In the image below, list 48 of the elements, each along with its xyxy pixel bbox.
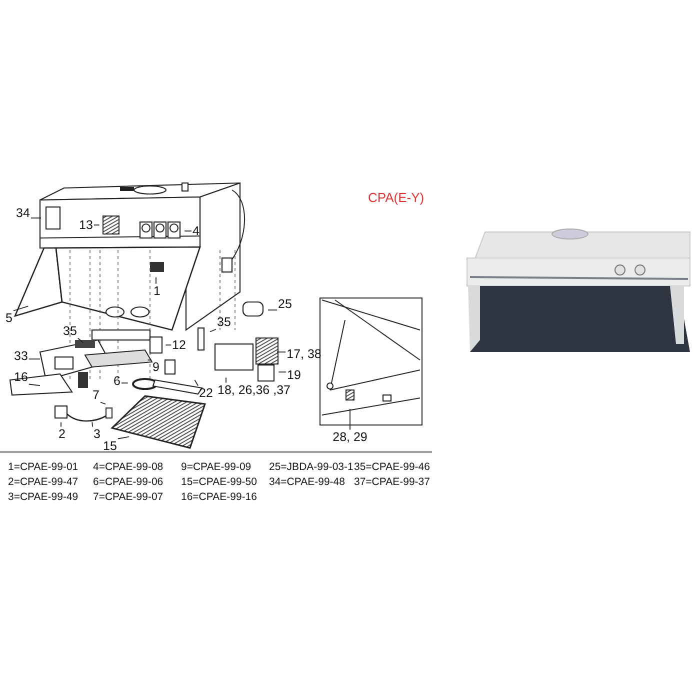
part-number-entry: 7=CPAE-99-07 [93,490,164,504]
callout-number: 33 [13,348,29,364]
part-number-entry: 35=CPAE-99-46 [354,460,431,474]
callout-number: 1 [152,284,162,298]
leader-line [60,422,62,428]
part-number-entry: 3=CPAE-99-49 [8,490,80,504]
callout-number: 5 [4,310,14,326]
callout-number: 7 [92,388,100,402]
leader-line [13,306,29,312]
leader-line [210,328,216,332]
part-number-entry: 34=CPAE-99-48 [269,475,346,489]
callout-number: 25 [277,296,293,312]
leader-line [165,344,172,346]
callout-number: 35 [216,314,232,330]
callout-number: 12 [171,338,187,352]
part-number-entry: 1=CPAE-99-01 [8,460,80,474]
callout-number: 6 [112,374,122,388]
callout-number: 34 [15,206,31,220]
callout-number: 3 [92,426,102,442]
part-number-entry: 16=CPAE-99-16 [181,490,258,504]
leader-line [118,436,130,440]
callout-number: 13 [78,218,94,232]
callout-number: 19 [286,368,302,382]
model-label: CPA(E-Y) [368,190,424,205]
part-number-entry: 37=CPAE-99-37 [354,475,431,489]
part-number-entry: 25=JBDA-99-03-1 [269,460,354,474]
callout-number: 35 [62,324,78,338]
callout-number: 22 [198,386,214,400]
callout-number: 18, 26,36 ,37 [216,382,292,398]
callout-number: 15 [102,438,118,454]
leader-line [78,338,84,344]
part-number-entry: 2=CPAE-99-47 [8,475,80,489]
leader-line [94,224,100,226]
leader-line [121,382,128,384]
leader-line [28,384,40,386]
leader-line [28,358,40,360]
callout-number: 2 [58,426,66,442]
leader-line [194,379,198,386]
callout-number: 9 [152,360,160,374]
callout-number: 28, 29 [332,430,368,444]
part-number-entry: 4=CPAE-99-08 [93,460,164,474]
leader-line [92,422,93,428]
leader-line [184,230,192,232]
callout-number: 4 [192,224,200,238]
part-number-entry: 6=CPAE-99-06 [93,475,164,489]
part-number-entry: 9=CPAE-99-09 [181,460,252,474]
leader-line [100,402,106,405]
part-number-entry: 15=CPAE-99-50 [181,475,258,489]
